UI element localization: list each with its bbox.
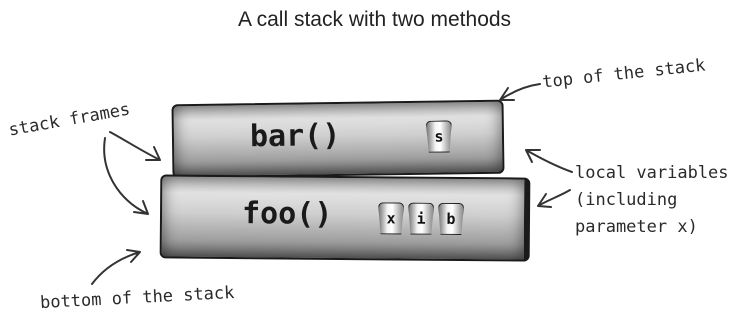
arrow-stack-frames-to-bar: [109, 131, 161, 161]
annotation-local-variables-line-3: parameter x): [575, 217, 698, 237]
arrow-top-of-stack: [499, 83, 541, 101]
annotation-local-variables-line-2: (including: [575, 190, 678, 210]
annotation-local-variables: local variables (including parameter x): [575, 160, 729, 241]
arrow-stack-frames-to-foo: [103, 137, 149, 215]
arrow-locals-to-bar: [525, 149, 573, 173]
annotation-local-variables-line-1: local variables: [575, 163, 729, 183]
arrow-bottom-of-stack: [91, 249, 141, 285]
arrow-locals-to-foo: [537, 189, 571, 208]
diagram-title: A call stack with two methods: [237, 8, 512, 31]
